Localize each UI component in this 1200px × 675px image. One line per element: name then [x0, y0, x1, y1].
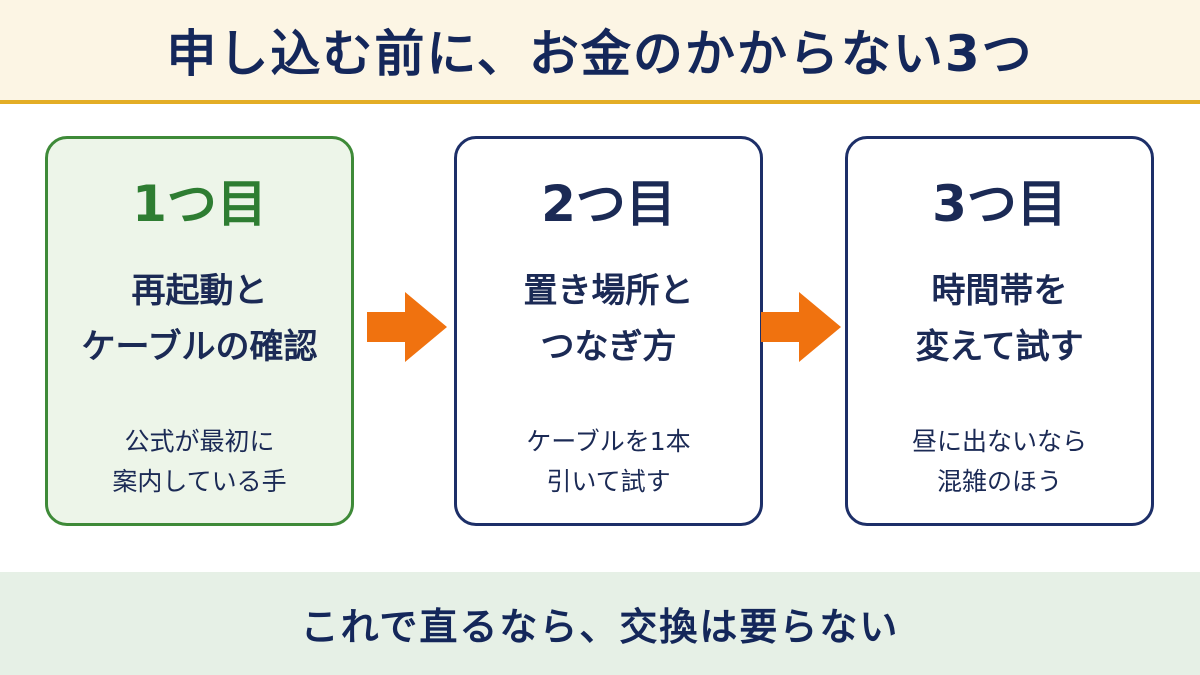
step-note-line: 案内している手 — [112, 467, 287, 496]
step-number: 1つ目 — [132, 175, 267, 233]
title-banner: 申し込む前に、お金のかからない3つ — [0, 0, 1200, 100]
step-heading-line: つなぎ方 — [540, 327, 677, 367]
step-heading: 置き場所と つなぎ方 — [457, 263, 760, 375]
step-note-line: 昼に出ないなら — [911, 427, 1087, 456]
step-card-3: 3つ目 時間帯を 変えて試す 昼に出ないなら 混雑のほう — [845, 136, 1154, 526]
arrow-right-icon — [367, 292, 447, 362]
step-heading-line: ケーブルの確認 — [81, 327, 318, 367]
step-note-line: 公式が最初に — [124, 427, 275, 456]
step-heading: 時間帯を 変えて試す — [848, 263, 1151, 375]
step-number: 3つ目 — [932, 175, 1067, 233]
step-note: ケーブルを1本 引いて試す — [457, 422, 760, 502]
step-note-line: ケーブルを1本 — [526, 427, 691, 456]
step-note: 公式が最初に 案内している手 — [48, 422, 351, 502]
conclusion-banner: これで直るなら、交換は要らない — [0, 572, 1200, 675]
arrow-right-icon — [761, 292, 841, 362]
conclusion-text: これで直るなら、交換は要らない — [300, 605, 900, 649]
step-card-1: 1つ目 再起動と ケーブルの確認 公式が最初に 案内している手 — [45, 136, 354, 526]
step-heading: 再起動と ケーブルの確認 — [48, 263, 351, 375]
step-note-line: 混雑のほう — [936, 467, 1062, 496]
step-card-2: 2つ目 置き場所と つなぎ方 ケーブルを1本 引いて試す — [454, 136, 763, 526]
step-heading-line: 変えて試す — [915, 327, 1084, 367]
step-heading-line: 時間帯を — [931, 271, 1068, 311]
step-note-line: 引いて試す — [546, 467, 671, 496]
page-title: 申し込む前に、お金のかからない3つ — [166, 25, 1034, 83]
step-number: 2つ目 — [541, 175, 676, 233]
step-note: 昼に出ないなら 混雑のほう — [848, 422, 1151, 502]
step-heading-line: 再起動と — [131, 271, 268, 311]
step-heading-line: 置き場所と — [523, 271, 694, 311]
title-underline — [0, 100, 1200, 104]
